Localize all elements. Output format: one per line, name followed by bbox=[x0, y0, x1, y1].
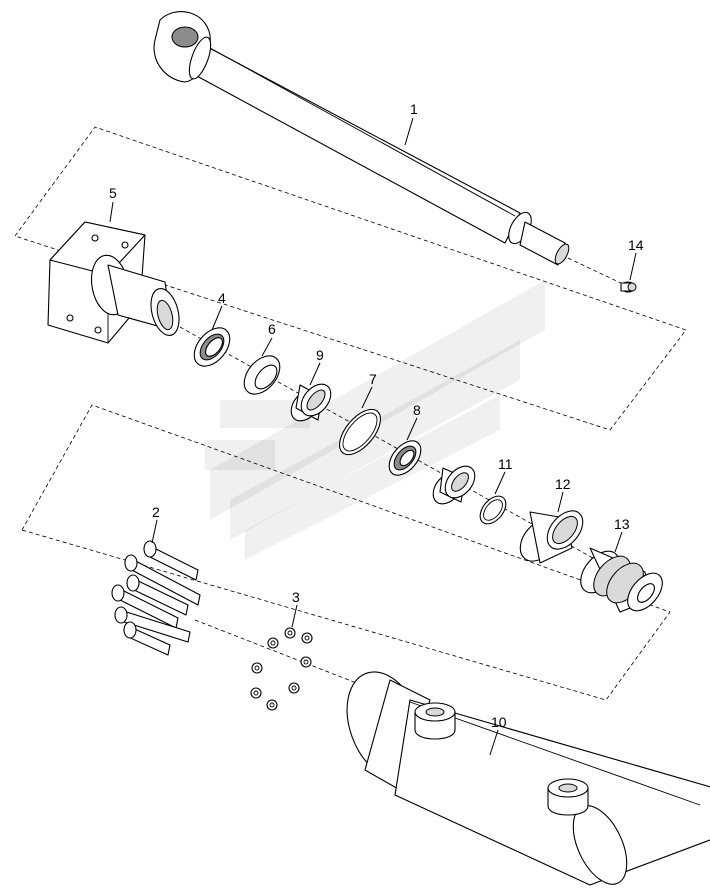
callout-9: 9 bbox=[316, 347, 324, 363]
callout-2: 2 bbox=[152, 504, 160, 520]
leader-lines bbox=[109, 117, 637, 756]
callout-10: 10 bbox=[491, 714, 507, 730]
part-13-piston bbox=[580, 547, 663, 613]
bolt bbox=[124, 554, 201, 606]
gland-head bbox=[47, 221, 180, 344]
bolt bbox=[114, 606, 191, 643]
callout-3: 3 bbox=[292, 589, 300, 605]
bolt bbox=[111, 584, 179, 629]
callout-1: 1 bbox=[410, 101, 418, 117]
assembly-outline-upper bbox=[14, 126, 687, 431]
bolts bbox=[111, 540, 201, 656]
part-14-fitting bbox=[620, 281, 637, 293]
callout-12: 12 bbox=[555, 476, 571, 492]
part-6-ring bbox=[243, 355, 281, 395]
watermark-logo bbox=[205, 280, 545, 560]
callout-7: 7 bbox=[369, 371, 377, 387]
part-9-bushing bbox=[290, 383, 332, 422]
part-11-ring bbox=[479, 495, 507, 525]
bolt bbox=[123, 621, 171, 656]
callout-14: 14 bbox=[628, 237, 644, 253]
part-7-o-ring bbox=[339, 408, 381, 456]
part-12-wear-ring bbox=[519, 510, 584, 564]
assembly-outline-lower bbox=[21, 404, 671, 701]
part-4-seal bbox=[193, 327, 231, 367]
cylinder-barrel bbox=[346, 671, 710, 886]
callout-13: 13 bbox=[614, 516, 630, 532]
callout-labels: 1 2 3 4 5 6 7 8 9 10 11 12 13 14 bbox=[109, 101, 644, 730]
part-bushing-2 bbox=[432, 465, 476, 505]
piston-rod bbox=[153, 11, 570, 266]
part-8-seal bbox=[388, 440, 422, 476]
callout-6: 6 bbox=[268, 321, 276, 337]
callout-11: 11 bbox=[498, 456, 513, 472]
callout-8: 8 bbox=[413, 402, 421, 418]
callout-4: 4 bbox=[218, 290, 226, 306]
callout-5: 5 bbox=[109, 185, 117, 201]
washers bbox=[250, 627, 313, 711]
bolt bbox=[126, 574, 189, 616]
bolt bbox=[143, 540, 199, 581]
